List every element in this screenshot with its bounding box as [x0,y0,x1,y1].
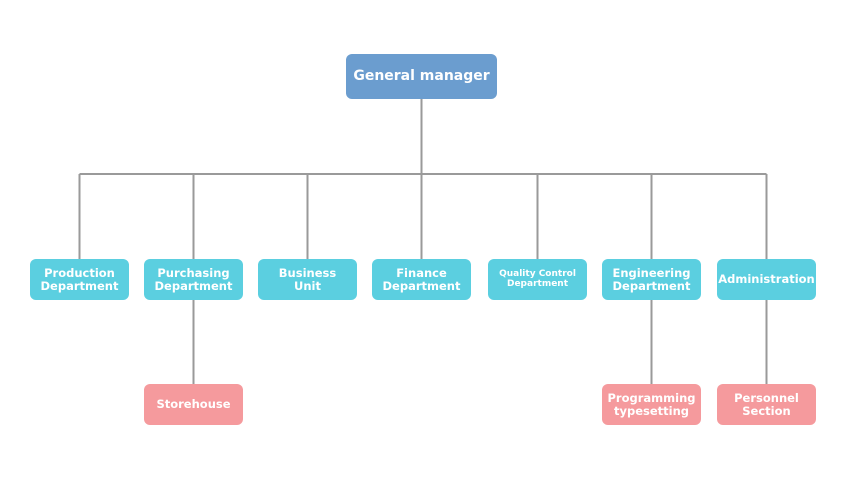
sub-programming-box: Programming typesetting [602,384,701,425]
dept-quality-label: Quality Control Department [499,269,576,289]
dept-engineering-label: Engineering Department [612,266,691,293]
dept-engineering-box: Engineering Department [602,259,701,300]
sub-personnel-label: Personnel Section [734,391,799,418]
dept-finance-label: Finance Department [382,266,461,293]
dept-quality-box: Quality Control Department [488,259,587,300]
sub-programming-label: Programming typesetting [607,391,696,418]
dept-production-box: Production Department [30,259,129,300]
sub-storehouse-box: Storehouse [144,384,243,425]
dept-purchasing-box: Purchasing Department [144,259,243,300]
dept-finance-box: Finance Department [372,259,471,300]
general-manager-box: General manager [346,54,497,99]
general-manager-label: General manager [353,68,490,85]
dept-business-box: Business Unit [258,259,357,300]
dept-purchasing-label: Purchasing Department [154,266,233,293]
dept-production-label: Production Department [40,266,119,293]
dept-administration-label: Administration [718,272,815,287]
sub-storehouse-label: Storehouse [156,397,231,412]
sub-personnel-box: Personnel Section [717,384,816,425]
dept-business-label: Business Unit [278,266,337,293]
dept-administration-box: Administration [717,259,816,300]
